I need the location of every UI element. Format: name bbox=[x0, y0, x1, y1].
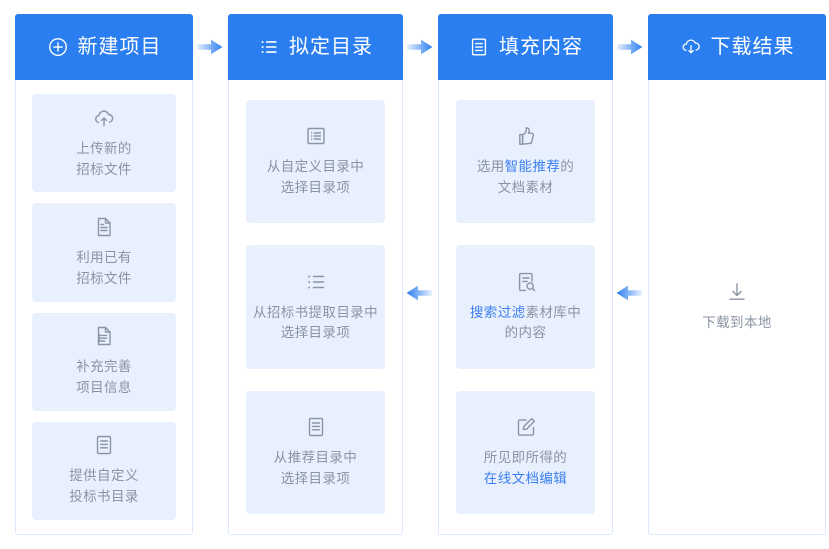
stage-title: 填充内容 bbox=[499, 36, 583, 58]
arrow-col3-to-col2-left-icon bbox=[406, 283, 432, 303]
stage-column-draft-catalog: 拟定目录 从自定义目录中 选择目录项 bbox=[228, 14, 403, 535]
download-arrow-icon bbox=[725, 280, 749, 304]
card-label: 搜索过滤素材库中 的内容 bbox=[469, 304, 582, 341]
highlight-text: 智能推荐 bbox=[504, 159, 561, 175]
plus-circle-icon bbox=[47, 36, 69, 58]
card-upload-new-bid-file[interactable]: 上传新的 招标文件 bbox=[32, 94, 176, 193]
cloud-download-icon bbox=[680, 36, 702, 58]
edit-square-icon bbox=[514, 415, 538, 439]
card-select-from-custom-catalog[interactable]: 从自定义目录中 选择目录项 bbox=[246, 100, 385, 224]
card-label: 从推荐目录中 选择目录项 bbox=[273, 449, 358, 486]
card-label: 从招标书提取目录中 选择目录项 bbox=[252, 304, 379, 341]
stage-header-fill-content: 填充内容 bbox=[438, 14, 613, 80]
card-label: 提供自定义 投标书目录 bbox=[69, 468, 139, 505]
card-online-document-editing[interactable]: 所见即所得的 在线文档编辑 bbox=[456, 390, 595, 514]
stage-header-download-result: 下载结果 bbox=[648, 14, 826, 80]
document-list-icon bbox=[92, 324, 116, 348]
arrow-col2-to-col3-right-icon bbox=[407, 37, 433, 57]
bullet-list-icon bbox=[304, 270, 328, 294]
stage-title: 新建项目 bbox=[77, 36, 162, 58]
stage-header-draft-catalog: 拟定目录 bbox=[228, 14, 403, 80]
card-label: 所见即所得的 在线文档编辑 bbox=[483, 449, 568, 486]
card-use-smart-recommendation[interactable]: 选用智能推荐的 文档素材 bbox=[456, 100, 595, 224]
thumbs-up-icon bbox=[514, 124, 538, 148]
highlight-text: 在线文档编辑 bbox=[483, 470, 568, 486]
card-complete-project-info[interactable]: 补充完善 项目信息 bbox=[32, 312, 176, 411]
document-icon bbox=[92, 215, 116, 239]
arrow-col1-to-col2-right-icon bbox=[197, 37, 223, 57]
card-download-to-local[interactable]: 下载到本地 bbox=[665, 274, 809, 340]
card-custom-bid-catalog[interactable]: 提供自定义 投标书目录 bbox=[32, 421, 176, 520]
stage-title: 拟定目录 bbox=[289, 36, 373, 58]
card-stack-draft-catalog: 从自定义目录中 选择目录项 从招标书提取目录中 选择目录项 bbox=[229, 80, 402, 534]
card-label: 补充完善 项目信息 bbox=[76, 359, 132, 396]
document-search-icon bbox=[514, 270, 538, 294]
arrow-col3-to-col4-right-icon bbox=[617, 37, 643, 57]
document-lines-icon bbox=[304, 415, 328, 439]
card-label: 从自定义目录中 选择目录项 bbox=[266, 159, 365, 196]
card-select-from-extracted-catalog[interactable]: 从招标书提取目录中 选择目录项 bbox=[246, 245, 385, 369]
document-text-icon bbox=[468, 36, 490, 58]
list-box-icon bbox=[304, 124, 328, 148]
stage-column-new-project: 新建项目 上传新的 招标文件 bbox=[15, 14, 193, 535]
card-select-from-recommended-catalog[interactable]: 从推荐目录中 选择目录项 bbox=[246, 390, 385, 514]
card-label: 选用智能推荐的 文档素材 bbox=[476, 159, 575, 196]
document-lines-icon bbox=[92, 433, 116, 457]
card-stack-new-project: 上传新的 招标文件 利用已有 招标文件 bbox=[16, 80, 192, 534]
stage-header-new-project: 新建项目 bbox=[15, 14, 193, 80]
card-label: 利用已有 招标文件 bbox=[76, 249, 132, 286]
stage-title: 下载结果 bbox=[710, 36, 795, 58]
highlight-text: 搜索过滤 bbox=[469, 304, 526, 320]
card-label: 上传新的 招标文件 bbox=[76, 140, 132, 177]
card-stack-download-result: 下载到本地 bbox=[649, 80, 825, 534]
cloud-upload-icon bbox=[92, 106, 116, 130]
ordered-list-icon bbox=[258, 36, 280, 58]
card-search-filter-library[interactable]: 搜索过滤素材库中 的内容 bbox=[456, 245, 595, 369]
card-label: 下载到本地 bbox=[702, 315, 772, 331]
card-use-existing-bid-file[interactable]: 利用已有 招标文件 bbox=[32, 203, 176, 302]
stage-column-download-result: 下载结果 下载到本地 bbox=[648, 14, 826, 535]
arrow-col4-to-col3-left-icon bbox=[616, 283, 642, 303]
card-stack-fill-content: 选用智能推荐的 文档素材 搜索过滤素材库中 bbox=[439, 80, 612, 534]
stage-column-fill-content: 填充内容 选用智能推荐的 文档素材 bbox=[438, 14, 613, 535]
